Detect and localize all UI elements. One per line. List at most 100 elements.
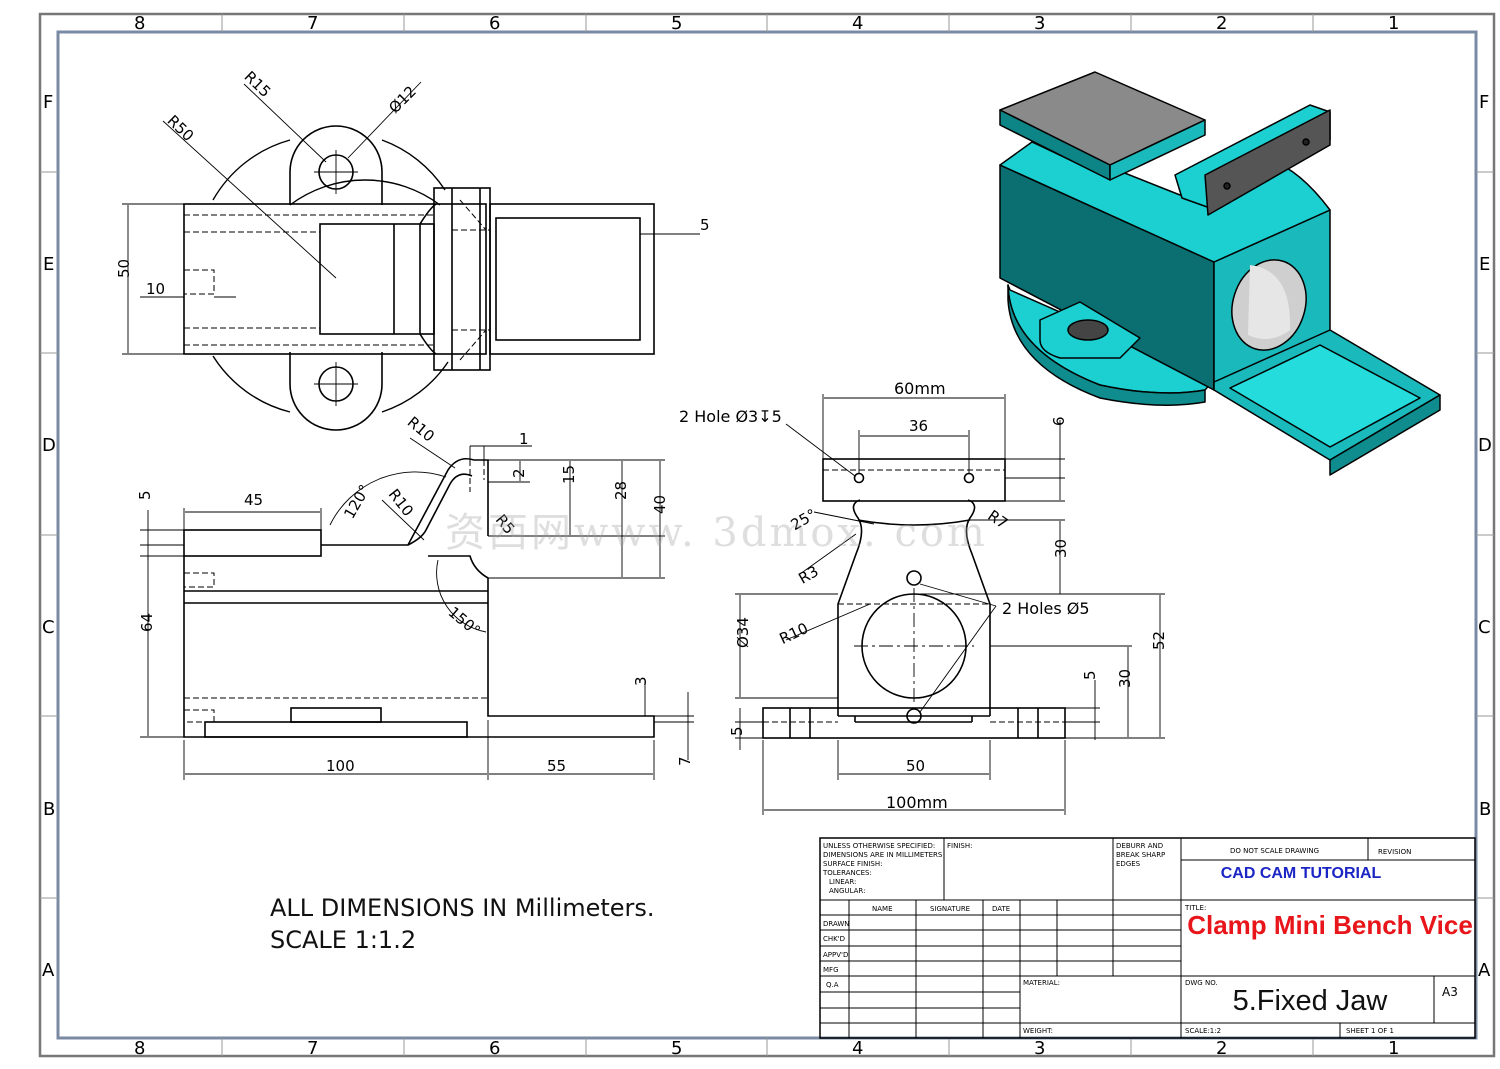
dim-7: 7 — [676, 756, 694, 766]
dim-holes5: 2 Holes Ø5 — [1002, 599, 1090, 618]
dim-r7: R7 — [984, 506, 1011, 532]
dim-5: 5 — [700, 216, 710, 234]
deburr-line: BREAK SHARP — [1116, 851, 1165, 859]
dim-r10: R10 — [777, 619, 811, 648]
dim-5-mid: 5 — [1081, 670, 1099, 680]
dim-r15: R15 — [241, 68, 275, 101]
col-date: DATE — [992, 905, 1010, 913]
dim-r10-top: R10 — [404, 413, 438, 446]
dimension-note: ALL DIMENSIONS IN Millimeters. SCALE 1:1… — [270, 892, 655, 956]
row-qa: Q.A — [826, 981, 839, 989]
zone-col-top: 2 — [1216, 13, 1227, 34]
sheet-label: SHEET 1 OF 1 — [1346, 1027, 1394, 1035]
zone-row-right: C — [1478, 617, 1491, 638]
dim-dia12: Ø12 — [385, 82, 420, 117]
isometric-view — [999, 71, 1441, 476]
dim-6: 6 — [1050, 416, 1068, 426]
zone-row-right: A — [1478, 960, 1491, 981]
tol-line: DIMENSIONS ARE IN MILLIMETERS — [823, 851, 943, 859]
zone-col-bottom: 7 — [307, 1038, 318, 1059]
dim-50: 50 — [115, 259, 133, 278]
row-appvd: APPV'D — [823, 951, 848, 959]
finish-label: FINISH: — [947, 842, 972, 850]
zone-col-bottom: 4 — [852, 1038, 863, 1059]
zone-col-top: 3 — [1034, 13, 1045, 34]
zone-row-right: F — [1479, 92, 1489, 113]
deburr-line: DEBURR AND — [1116, 842, 1163, 850]
dim-60mm: 60mm — [894, 379, 946, 398]
dim-45: 45 — [244, 491, 263, 509]
dim-3: 3 — [632, 676, 650, 686]
dim-r3: R3 — [795, 562, 821, 588]
dim-52: 52 — [1150, 631, 1168, 650]
zone-row-left: E — [43, 254, 54, 275]
dim-36: 36 — [909, 417, 928, 435]
top-view-dims: R15 Ø12 R50 5 50 10 — [115, 68, 710, 298]
dim-10: 10 — [146, 280, 165, 298]
row-chkd: CHK'D — [823, 935, 845, 943]
tol-line: UNLESS OTHERWISE SPECIFIED: — [823, 842, 935, 850]
zone-col-bottom: 8 — [134, 1038, 145, 1059]
zone-row-left: D — [42, 435, 56, 456]
dim-5-left: 5 — [728, 726, 746, 736]
title-block — [819, 837, 1476, 1039]
dim-1: 1 — [519, 430, 529, 448]
zone-row-right: E — [1479, 254, 1490, 275]
zone-col-top: 4 — [852, 13, 863, 34]
note-scale: SCALE 1:1.2 — [270, 926, 417, 954]
drawing-title: Clamp Mini Bench Vice — [1187, 910, 1473, 940]
zone-col-bottom: 2 — [1216, 1038, 1227, 1059]
zone-row-left: B — [43, 799, 55, 820]
zone-col-top: 5 — [671, 13, 682, 34]
dim-dia34: Ø34 — [734, 617, 752, 648]
front-view-dims: R10 1 2 15 28 40 120° R10 R5 5 45 64 150… — [136, 413, 694, 775]
watermark: 资西网www. 3dmox. com — [445, 510, 988, 556]
revision-label: REVISION — [1378, 848, 1411, 856]
dim-40: 40 — [651, 495, 669, 514]
note-units: ALL DIMENSIONS IN Millimeters. — [270, 894, 655, 922]
col-signature: SIGNATURE — [930, 905, 970, 913]
dim-5-top: 5 — [136, 490, 154, 500]
zone-col-bottom: 5 — [671, 1038, 682, 1059]
tol-line: SURFACE FINISH: — [823, 860, 882, 868]
dim-30-low: 30 — [1116, 669, 1134, 688]
row-drawn: DRAWN — [823, 920, 850, 928]
zone-labels: 8 7 6 5 4 3 2 1 8 7 6 5 4 3 2 1 F E D C … — [42, 13, 1492, 1059]
dim-64: 64 — [138, 613, 156, 632]
zone-col-bottom: 1 — [1388, 1038, 1399, 1059]
tol-line: ANGULAR: — [829, 887, 865, 895]
dim-100: 100 — [326, 757, 355, 775]
dwg-no-label: DWG NO. — [1185, 979, 1218, 987]
zone-row-left: A — [42, 960, 55, 981]
dim-55: 55 — [547, 757, 566, 775]
zone-ticks — [40, 14, 1494, 1056]
zone-row-left: C — [42, 617, 55, 638]
top-view — [122, 81, 700, 431]
zone-row-right: B — [1479, 799, 1491, 820]
dim-hole-note: 2 Hole Ø3↧5 — [679, 407, 782, 426]
dim-30-top: 30 — [1052, 539, 1070, 558]
front-view — [140, 437, 694, 780]
material-label: MATERIAL: — [1023, 979, 1060, 987]
zone-col-top: 7 — [307, 13, 318, 34]
zone-col-top: 8 — [134, 13, 145, 34]
sheet-size: A3 — [1442, 985, 1458, 999]
scale-label: SCALE:1:2 — [1185, 1027, 1221, 1035]
weight-label: WEIGHT: — [1023, 1027, 1053, 1035]
company-name: CAD CAM TUTORIAL — [1220, 865, 1382, 882]
dim-r50: R50 — [164, 112, 198, 145]
zone-col-top: 1 — [1388, 13, 1399, 34]
dim-50: 50 — [906, 757, 925, 775]
col-name: NAME — [872, 905, 893, 913]
zone-col-bottom: 6 — [489, 1038, 500, 1059]
dim-a150: 150° — [445, 603, 484, 640]
side-view — [735, 394, 1165, 815]
zone-row-right: D — [1478, 435, 1492, 456]
dim-28: 28 — [612, 481, 630, 500]
do-not-scale: DO NOT SCALE DRAWING — [1230, 847, 1319, 855]
tol-line: LINEAR: — [829, 878, 856, 886]
row-mfg: MFG — [823, 966, 839, 974]
title-label: TITLE: — [1184, 904, 1206, 912]
dim-15: 15 — [560, 465, 578, 484]
dim-r10-inner: R10 — [385, 486, 417, 520]
